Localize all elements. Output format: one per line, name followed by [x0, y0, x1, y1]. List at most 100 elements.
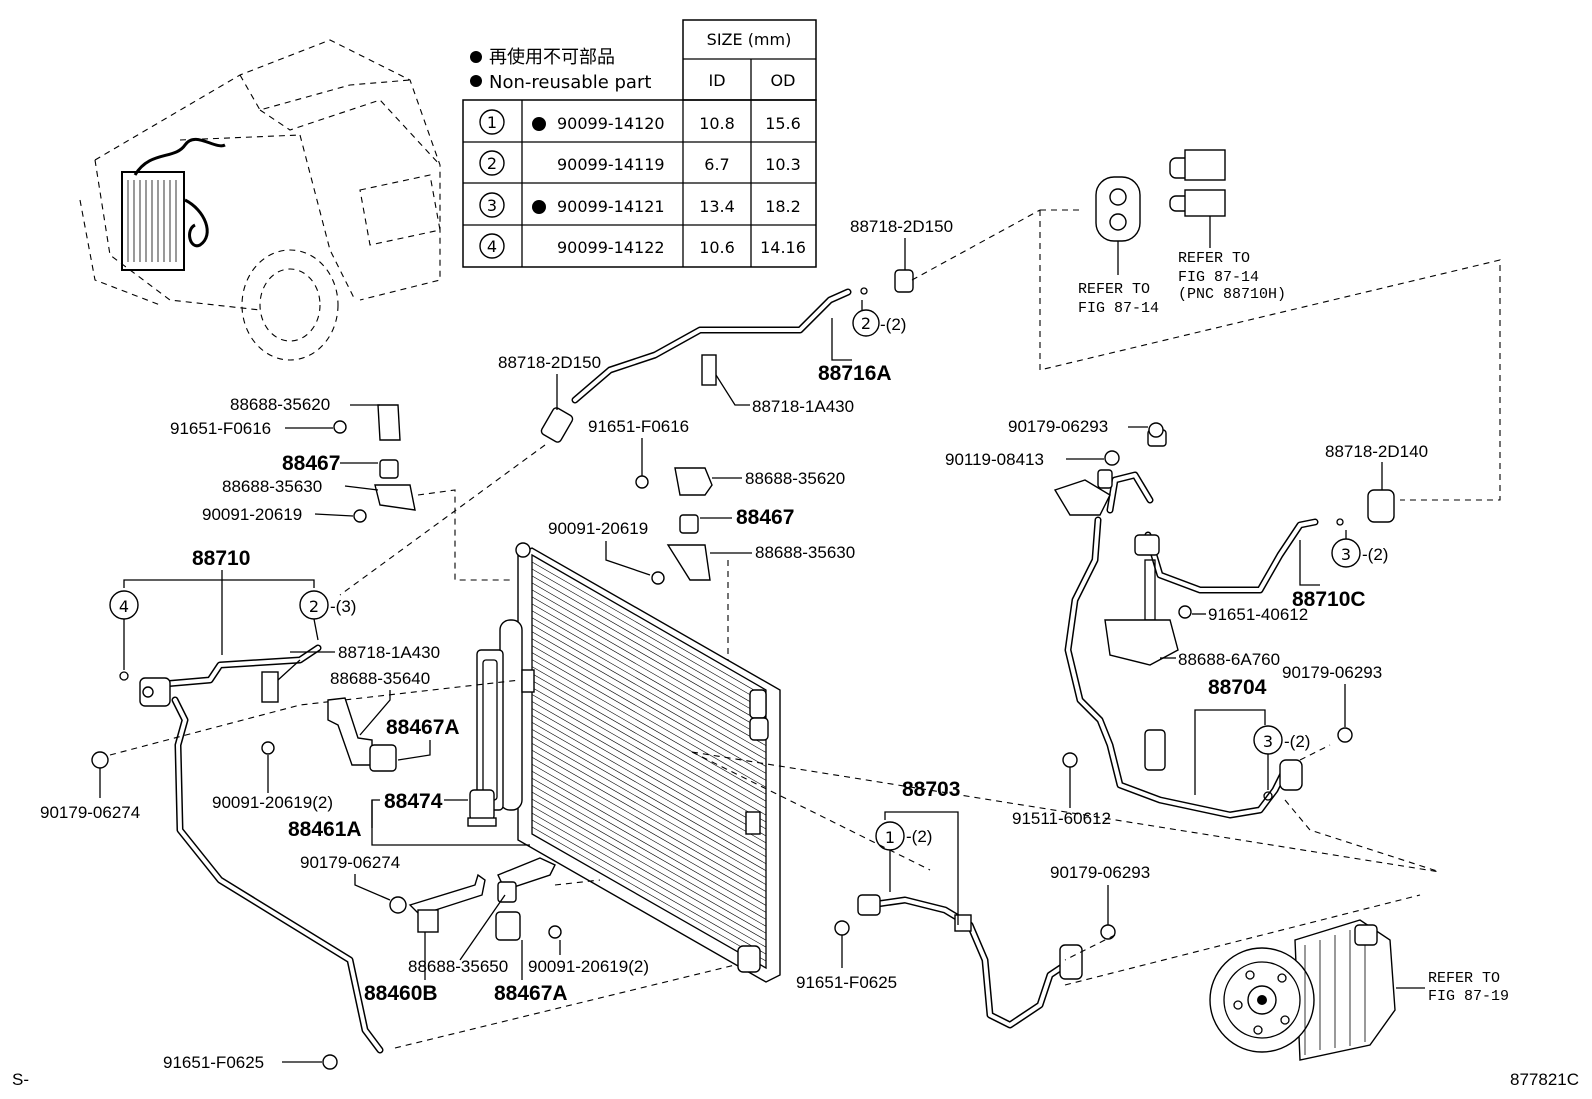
- svg-text:3: 3: [487, 196, 497, 215]
- label-91651-F0625[interactable]: 91651-F0625: [163, 1053, 264, 1072]
- refer-label[interactable]: (PNC 88710H): [1178, 286, 1286, 303]
- label-88703[interactable]: 88703: [902, 778, 960, 801]
- svg-text:6.7: 6.7: [704, 155, 729, 174]
- label-88467[interactable]: 88467: [282, 452, 340, 475]
- svg-text:10.3: 10.3: [765, 155, 801, 174]
- svg-text:4: 4: [487, 237, 497, 256]
- table-row: 3 90099-14121 13.4 18.2: [479, 192, 801, 218]
- bullet-icon: [470, 51, 482, 63]
- lower-bracket-group: 88688-35650 90091-20619(2) 88460B 88467A: [364, 857, 649, 1005]
- pipe-88716A: 88718-2D150 2 -(2) 88716A 88718-2D150 88…: [339, 209, 1041, 596]
- label-88718-2D150[interactable]: 88718-2D150: [498, 353, 601, 372]
- label-90091-20619[interactable]: 90091-20619: [548, 519, 648, 538]
- svg-text:14.16: 14.16: [760, 238, 806, 257]
- label-88718-1A430[interactable]: 88718-1A430: [338, 643, 440, 662]
- oring-callout-2: [852, 309, 880, 337]
- svg-text:-(2): -(2): [1284, 732, 1310, 751]
- label-88710[interactable]: 88710: [192, 547, 250, 570]
- refer-label[interactable]: FIG 87-19: [1428, 988, 1509, 1005]
- label-88718-1A430[interactable]: 88718-1A430: [752, 397, 854, 416]
- condenser-fin: [531, 708, 767, 844]
- label-88460B[interactable]: 88460B: [364, 982, 438, 1005]
- size-table: SIZE (mm) ID OD 1 90099-14120 10.8 15.6 …: [462, 19, 817, 268]
- condenser-fin: [531, 659, 767, 795]
- refer-label[interactable]: FIG 87-14: [1078, 300, 1159, 317]
- label-91651-40612[interactable]: 91651-40612: [1208, 605, 1308, 624]
- non-reusable-bullet-icon: [532, 117, 546, 131]
- label-90179-06293[interactable]: 90179-06293: [1008, 417, 1108, 436]
- label-88688-35620[interactable]: 88688-35620: [230, 395, 330, 414]
- label-88718-2D140[interactable]: 88718-2D140: [1325, 442, 1428, 461]
- label-90091-20619-2[interactable]: 90091-20619(2): [528, 957, 649, 976]
- legend-en: Non-reusable part: [489, 72, 651, 93]
- condenser-fin: [531, 673, 767, 809]
- condenser-fin: [531, 610, 767, 746]
- condenser-fin: [531, 715, 767, 851]
- label-88688-35620[interactable]: 88688-35620: [745, 469, 845, 488]
- right-hose-group: 90179-06293 90119-08413 88718-2D140 3 -(…: [945, 417, 1441, 961]
- condenser-fin: [531, 729, 767, 865]
- table-row: 2 90099-14119 6.7 10.3: [479, 150, 801, 176]
- svg-text:90099-14121: 90099-14121: [557, 197, 665, 216]
- condenser: [467, 542, 781, 983]
- label-88688-35640[interactable]: 88688-35640: [330, 669, 430, 688]
- table-header-id: ID: [708, 71, 725, 90]
- bullet-icon: [470, 75, 482, 87]
- condenser-fin: [531, 687, 767, 823]
- svg-text:13.4: 13.4: [699, 197, 735, 216]
- svg-text:10.6: 10.6: [699, 238, 735, 257]
- label-90119-08413[interactable]: 90119-08413: [945, 450, 1044, 469]
- label-90179-06274[interactable]: 90179-06274: [300, 853, 400, 872]
- condenser-fin: [531, 784, 767, 920]
- label-88461A[interactable]: 88461A: [288, 818, 362, 841]
- label-91651-F0616[interactable]: 91651-F0616: [588, 417, 689, 436]
- label-88467A[interactable]: 88467A: [386, 716, 460, 739]
- refer-label[interactable]: REFER TO: [1428, 970, 1500, 987]
- label-88688-35630[interactable]: 88688-35630: [222, 477, 322, 496]
- svg-text:90099-14120: 90099-14120: [557, 114, 665, 133]
- svg-text:1: 1: [885, 828, 895, 847]
- condenser-fin: [531, 763, 767, 899]
- compressor: REFER TO FIG 87-19: [1209, 919, 1509, 1061]
- refer-label[interactable]: REFER TO: [1178, 250, 1250, 267]
- label-91511-60612[interactable]: 91511-60612: [1012, 809, 1111, 828]
- legend-jp: 再使用不可部品: [489, 47, 615, 68]
- label-91651-F0616[interactable]: 91651-F0616: [170, 419, 271, 438]
- refer-label[interactable]: REFER TO: [1078, 281, 1150, 298]
- svg-text:2: 2: [309, 597, 319, 616]
- svg-text:1: 1: [487, 113, 497, 132]
- condenser-fin: [531, 624, 767, 760]
- label-88704[interactable]: 88704: [1208, 676, 1267, 699]
- label-90091-20619-2[interactable]: 90091-20619(2): [212, 793, 333, 812]
- condenser-fin: [531, 617, 767, 753]
- condenser-fin: [531, 596, 767, 732]
- label-90179-06293[interactable]: 90179-06293: [1050, 863, 1150, 882]
- table-header-size: SIZE (mm): [707, 30, 792, 49]
- figure-code: 877821C: [1510, 1070, 1579, 1089]
- pipe-88710: 88710 4 2 -(3) 88718-1A430: [109, 547, 521, 1054]
- label-90179-06274[interactable]: 90179-06274: [40, 803, 140, 822]
- label-88688-35650[interactable]: 88688-35650: [408, 957, 508, 976]
- legend: 再使用不可部品 Non-reusable part: [470, 47, 651, 93]
- refer-label[interactable]: FIG 87-14: [1178, 269, 1259, 286]
- label-88716A[interactable]: 88716A: [818, 362, 892, 385]
- label-88718-2D150[interactable]: 88718-2D150: [850, 217, 953, 236]
- condenser-fin: [531, 694, 767, 830]
- svg-text:3: 3: [1263, 732, 1273, 751]
- label-88467[interactable]: 88467: [736, 506, 794, 529]
- label-88474[interactable]: 88474: [384, 790, 443, 813]
- condenser-fin: [531, 736, 767, 871]
- condenser-fin: [531, 701, 767, 837]
- label-88688-35630[interactable]: 88688-35630: [755, 543, 855, 562]
- svg-text:-(2): -(2): [906, 827, 932, 846]
- label-90091-20619[interactable]: 90091-20619: [202, 505, 302, 524]
- label-91651-F0625[interactable]: 91651-F0625: [796, 973, 897, 992]
- condenser-fin: [531, 777, 767, 913]
- label-88688-6A760[interactable]: 88688-6A760: [1178, 650, 1280, 669]
- svg-text:3: 3: [1341, 545, 1351, 564]
- label-88710C[interactable]: 88710C: [1292, 588, 1366, 611]
- condenser-fin: [531, 812, 767, 948]
- label-88467A[interactable]: 88467A: [494, 982, 568, 1005]
- label-90179-06293[interactable]: 90179-06293: [1282, 663, 1382, 682]
- left-mount-group: 88688-35620 91651-F0616 88467 88688-3563…: [170, 395, 512, 581]
